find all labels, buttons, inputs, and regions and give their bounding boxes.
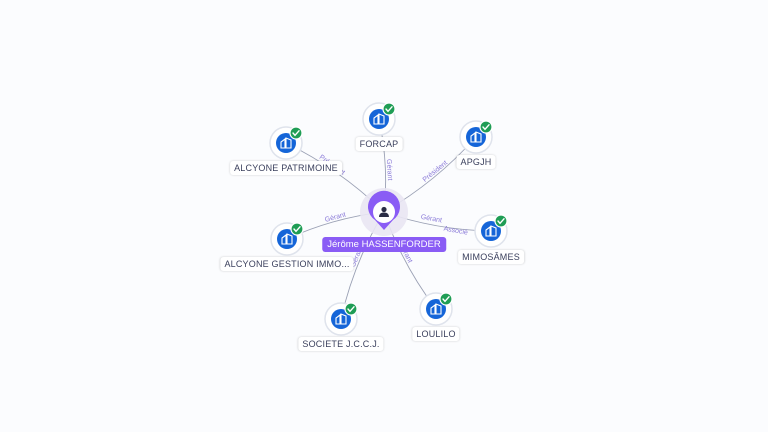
company-name-mimosames[interactable]: MIMOSÂMES <box>458 250 524 264</box>
person-icon <box>379 206 389 217</box>
company-node-mimosames[interactable] <box>474 214 508 248</box>
company-node-alcyone-patrimoine[interactable] <box>269 126 303 160</box>
company-name-alcyone-patrimoine[interactable]: ALCYONE PATRIMOINE <box>230 161 342 175</box>
relation-label: Associé <box>443 226 468 237</box>
verified-badge-icon <box>289 126 303 140</box>
building-glyph <box>280 137 292 149</box>
company-name-alcyone-gestion[interactable]: ALCYONE GESTION IMMO... <box>220 257 354 271</box>
company-name-loulilo[interactable]: LOULILO <box>412 327 460 341</box>
company-node-forcap[interactable] <box>362 102 396 136</box>
company-name-apgjh[interactable]: APGJH <box>456 155 496 169</box>
person-name[interactable]: Jérôme HASSENFORDER <box>322 237 446 252</box>
building-glyph <box>485 225 497 237</box>
company-node-loulilo[interactable] <box>419 292 453 326</box>
relation-label: Gérant <box>420 214 442 225</box>
building-glyph <box>281 233 293 245</box>
company-node-alcyone-gestion[interactable] <box>270 222 304 256</box>
company-name-societe-jccj[interactable]: SOCIETE J.C.C.J. <box>298 337 384 351</box>
company-node-apgjh[interactable] <box>459 120 493 154</box>
building-glyph <box>335 313 347 325</box>
company-name-forcap[interactable]: FORCAP <box>355 137 403 151</box>
relation-label: Gérant <box>324 211 347 223</box>
verified-badge-icon <box>479 120 493 134</box>
verified-badge-icon <box>382 102 396 116</box>
verified-badge-icon <box>344 302 358 316</box>
building-glyph <box>430 303 442 315</box>
person-node[interactable] <box>360 188 408 236</box>
relation-label: Président <box>422 160 449 184</box>
verified-badge-icon <box>290 222 304 236</box>
building-glyph <box>470 131 482 143</box>
company-node-societe-jccj[interactable] <box>324 302 358 336</box>
relation-label: Gérant <box>385 159 393 181</box>
verified-badge-icon <box>439 292 453 306</box>
building-glyph <box>373 113 385 125</box>
verified-badge-icon <box>494 214 508 228</box>
